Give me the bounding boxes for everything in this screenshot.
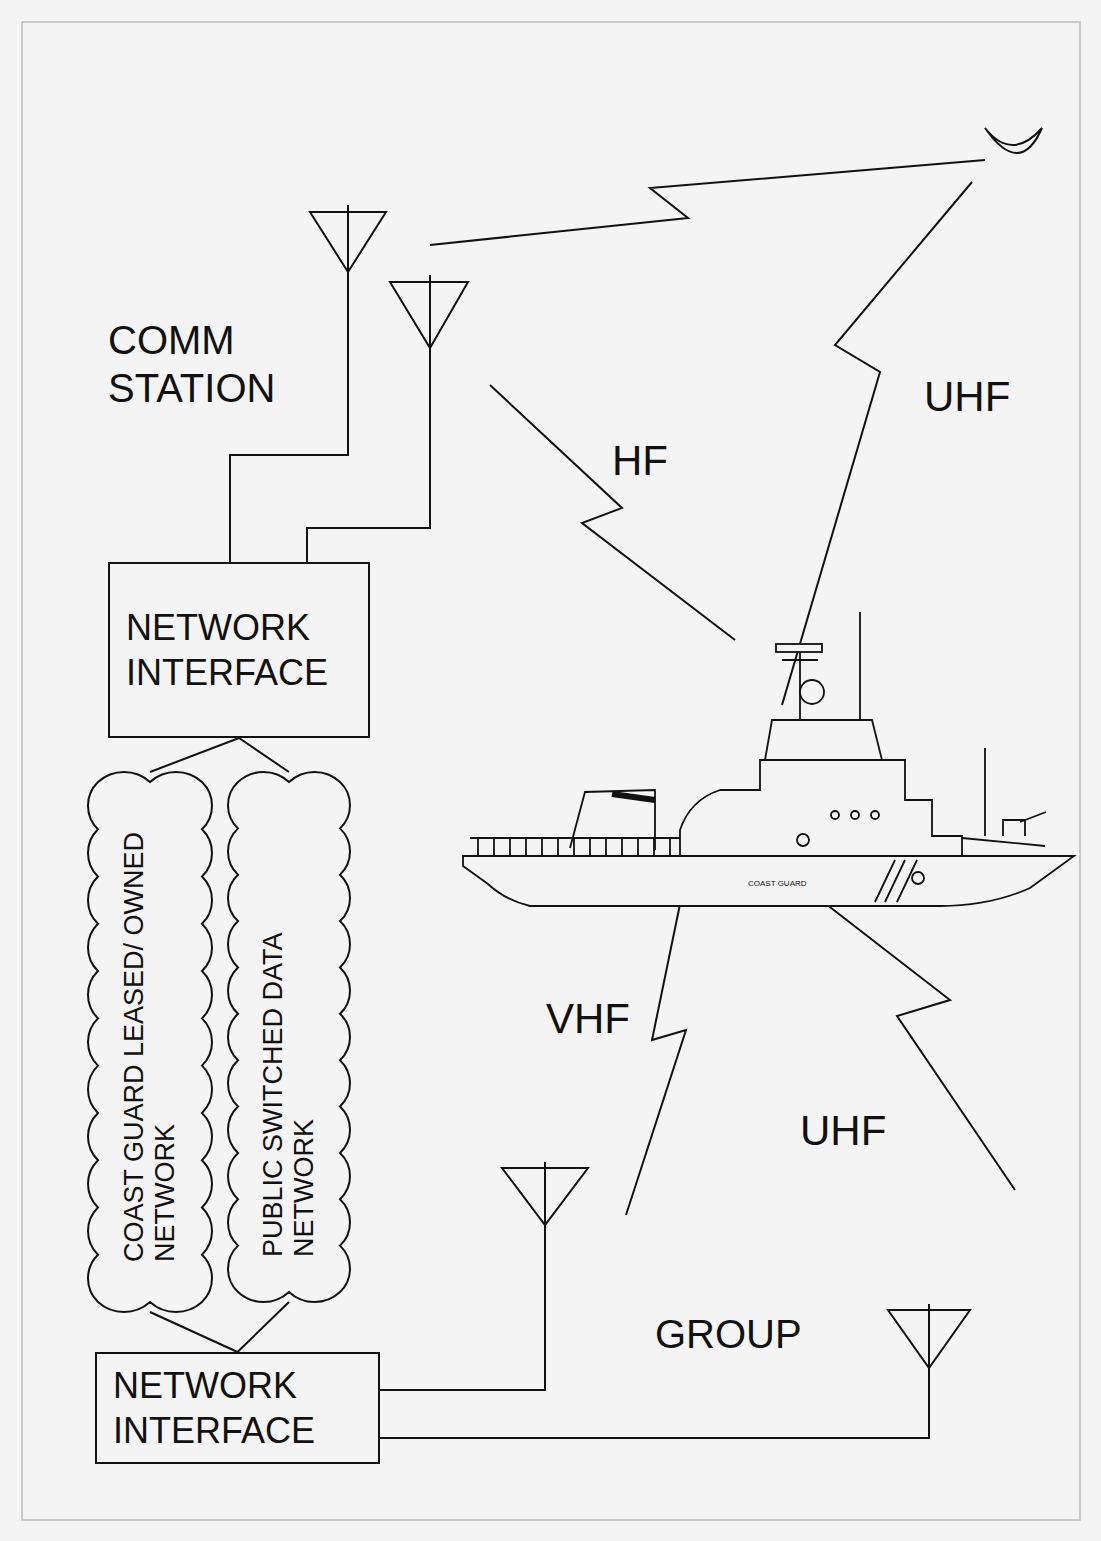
- network-link: [238, 1302, 290, 1352]
- radio-bolt: [782, 182, 972, 705]
- station-label: GROUP: [655, 1310, 865, 1358]
- box-label: NETWORK INTERFACE: [126, 605, 352, 695]
- crane: [570, 790, 655, 850]
- network-name: COAST GUARD LEASED/ OWNED NETWORK: [119, 822, 181, 1262]
- satellite: [985, 128, 1042, 153]
- railing-posts: [478, 838, 670, 856]
- ship: [463, 612, 1074, 906]
- radio-links: [430, 160, 1015, 1215]
- station-label: COMM STATION: [108, 316, 338, 412]
- radio-bolt: [795, 880, 1015, 1190]
- radio-bolt: [490, 385, 735, 640]
- hull-marking: COAST GUARD: [748, 879, 828, 889]
- porthole: [871, 811, 879, 819]
- porthole: [831, 811, 839, 819]
- superstructure: [680, 760, 962, 856]
- band-label: HF: [612, 436, 702, 486]
- radio-bolt: [626, 880, 686, 1215]
- bridge: [765, 720, 882, 760]
- network-interface-box: NETWORK INTERFACE: [95, 1352, 380, 1464]
- network-interface-box: NETWORK INTERFACE: [108, 562, 370, 738]
- band-label: UHF: [800, 1106, 930, 1156]
- network-cloud: PUBLIC SWITCHED DATA NETWORK: [228, 772, 350, 1302]
- frame: [22, 22, 1080, 1520]
- hull: [463, 856, 1074, 906]
- box-label: NETWORK INTERFACE: [113, 1363, 362, 1453]
- porthole: [851, 811, 859, 819]
- emblem: [797, 834, 809, 846]
- antenna: [380, 1162, 588, 1390]
- antenna: [307, 275, 468, 562]
- network-link: [150, 1312, 238, 1352]
- band-label: UHF: [924, 372, 1044, 422]
- deck-gun: [1003, 812, 1046, 836]
- radio-bolt: [430, 160, 985, 245]
- network-link: [239, 738, 289, 772]
- cloud-outline: [88, 772, 212, 1312]
- crane-boom: [612, 794, 655, 800]
- railing: [470, 838, 1045, 846]
- network-link: [150, 738, 239, 772]
- life-ring: [912, 872, 924, 884]
- cloud-outline: [228, 772, 350, 1302]
- band-label: VHF: [546, 994, 676, 1044]
- network-name: PUBLIC SWITCHED DATA NETWORK: [258, 817, 320, 1257]
- hull-stripe: [875, 860, 917, 902]
- network-cloud: COAST GUARD LEASED/ OWNED NETWORK: [88, 772, 212, 1312]
- radar: [776, 644, 822, 652]
- antenna: [380, 1304, 970, 1438]
- dish: [800, 680, 824, 704]
